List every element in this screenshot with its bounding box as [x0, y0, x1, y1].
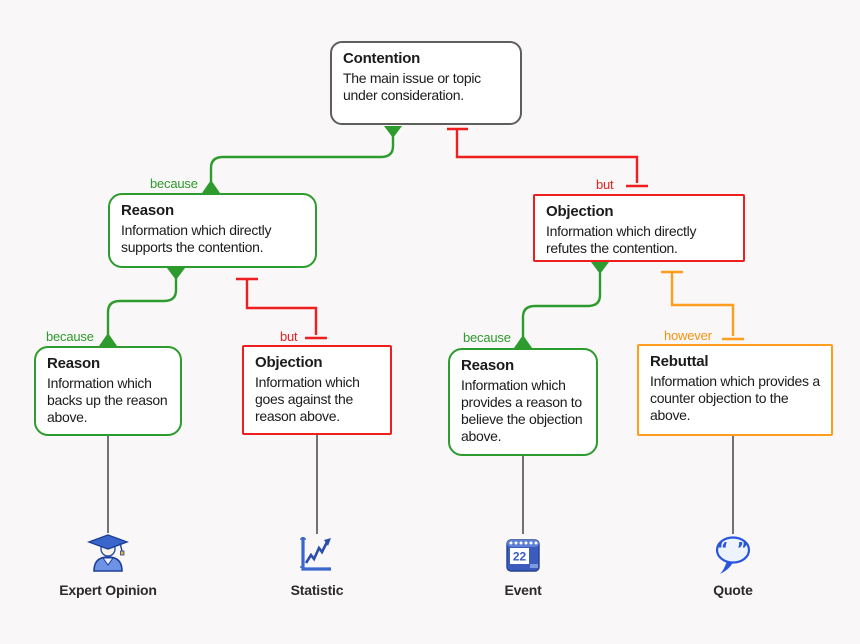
node-objection-sub: Objection Information which goes against… [242, 345, 392, 435]
calendar-icon: 22 [501, 533, 545, 577]
node-title: Objection [546, 203, 614, 220]
node-title: Reason [47, 355, 100, 372]
node-body: Information which backs up the reason ab… [47, 375, 168, 426]
node-body: Information which directly refutes the c… [546, 223, 697, 257]
connector-label-but: but [596, 177, 614, 192]
calendar-day-number: 22 [513, 550, 527, 564]
connector-because-main [202, 126, 402, 193]
node-title: Contention [343, 50, 421, 67]
connector-label-however: however [664, 328, 712, 343]
node-body: The main issue or topic under considerat… [343, 70, 481, 104]
connector-label-because: because [150, 176, 198, 191]
node-body: Information which goes against the reaso… [255, 374, 360, 425]
basis-label-event: Event [504, 582, 542, 598]
node-objection-main: Objection Information which directly ref… [533, 194, 745, 262]
connector-label-because: because [46, 329, 94, 344]
node-rebuttal: Rebuttal Information which provides a co… [637, 344, 833, 436]
node-body: Information which provides a counter obj… [650, 373, 820, 424]
quote-marks-glyph: “ ” [717, 539, 750, 560]
basis-label-expert-opinion: Expert Opinion [59, 582, 157, 598]
node-contention: Contention The main issue or topic under… [330, 41, 522, 125]
connector-however [661, 270, 744, 341]
basis-label-statistic: Statistic [290, 582, 344, 598]
basis-lines [107, 435, 734, 534]
connector-because-right [514, 262, 609, 348]
node-title: Rebuttal [650, 353, 709, 370]
quote-icon: “ ” [711, 533, 755, 577]
chart-icon [295, 533, 339, 577]
connector-but-main [447, 127, 648, 188]
node-reason-for-objection: Reason Information which provides a reas… [448, 348, 598, 456]
node-title: Objection [255, 354, 323, 371]
node-body: Information which directly supports the … [121, 222, 272, 256]
graduate-icon [86, 532, 130, 576]
node-reason-backing: Reason Information which backs up the re… [34, 346, 182, 436]
node-title: Reason [121, 202, 174, 219]
basis-label-quote: Quote [713, 582, 753, 598]
connector-label-but: but [280, 329, 298, 344]
node-body: Information which provides a reason to b… [461, 377, 583, 445]
node-reason-main: Reason Information which directly suppor… [108, 193, 317, 268]
connector-label-because: because [463, 330, 511, 345]
node-title: Reason [461, 357, 514, 374]
connector-but-left [236, 277, 327, 340]
connector-because-left [99, 268, 185, 346]
